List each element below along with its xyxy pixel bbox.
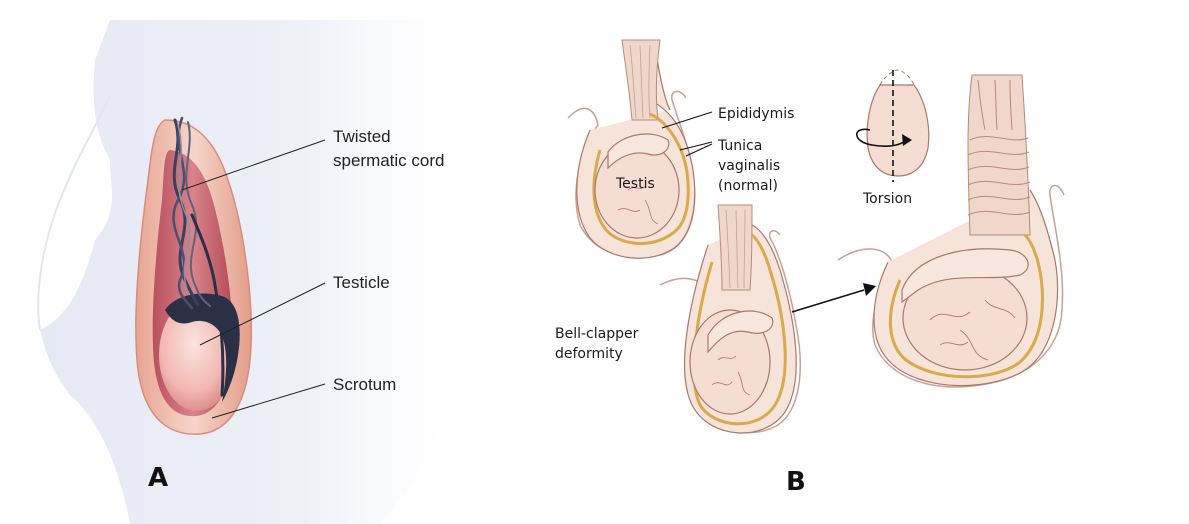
progression-arrow-line [791,289,865,313]
label-scrotum: Scrotum [333,375,396,394]
label-epididymis: Epididymis [718,106,794,122]
torsion-arrowhead [902,134,912,146]
normal-epididymis [607,133,670,170]
torsion-rotation-arrow [855,128,907,147]
torsion-epididymis [901,248,1029,304]
label-twisted-cord-line2: spermatic cord [333,151,444,170]
thigh-edge [37,94,111,331]
label-testicle: Testicle [333,273,390,292]
normal-testis-figure [567,39,696,259]
panel-b: Epididymis Tunica vaginalis (normal) Tes… [555,39,1065,497]
bell-epididymis [707,310,774,354]
progression-arrowhead [863,283,876,296]
torsion-tunica [888,233,1044,379]
body-silhouette [40,20,480,524]
torsion-result-figure [837,74,1065,388]
label-tunica-line1: Tunica [717,138,762,154]
label-bell-clapper-line2: deformity [555,346,623,362]
twisted-cord [172,116,225,397]
label-torsion: Torsion [862,191,912,207]
panel-label-b: B [786,467,806,497]
bell-cord [717,204,753,291]
normal-tunica [592,112,690,245]
panel-label-a: A [148,463,168,493]
label-testis: Testis [615,176,655,192]
torsion-cord-twists [967,79,1031,216]
panel-a-leaders [181,139,326,419]
label-tunica-line2: vaginalis [718,158,780,174]
label-bell-clapper-line1: Bell-clapper [555,326,639,342]
label-tunica-line3: (normal) [718,178,778,194]
bell-clapper-figure [659,204,801,434]
torsion-cord [967,74,1031,236]
panel-a: Twisted spermatic cord Testicle Scrotum … [37,20,480,524]
normal-cord [621,39,661,121]
label-twisted-cord-line1: Twisted [333,127,391,146]
panel-b-leaders [661,111,713,157]
torsion-testis-outline [866,84,930,177]
torsion-icon [855,69,930,182]
